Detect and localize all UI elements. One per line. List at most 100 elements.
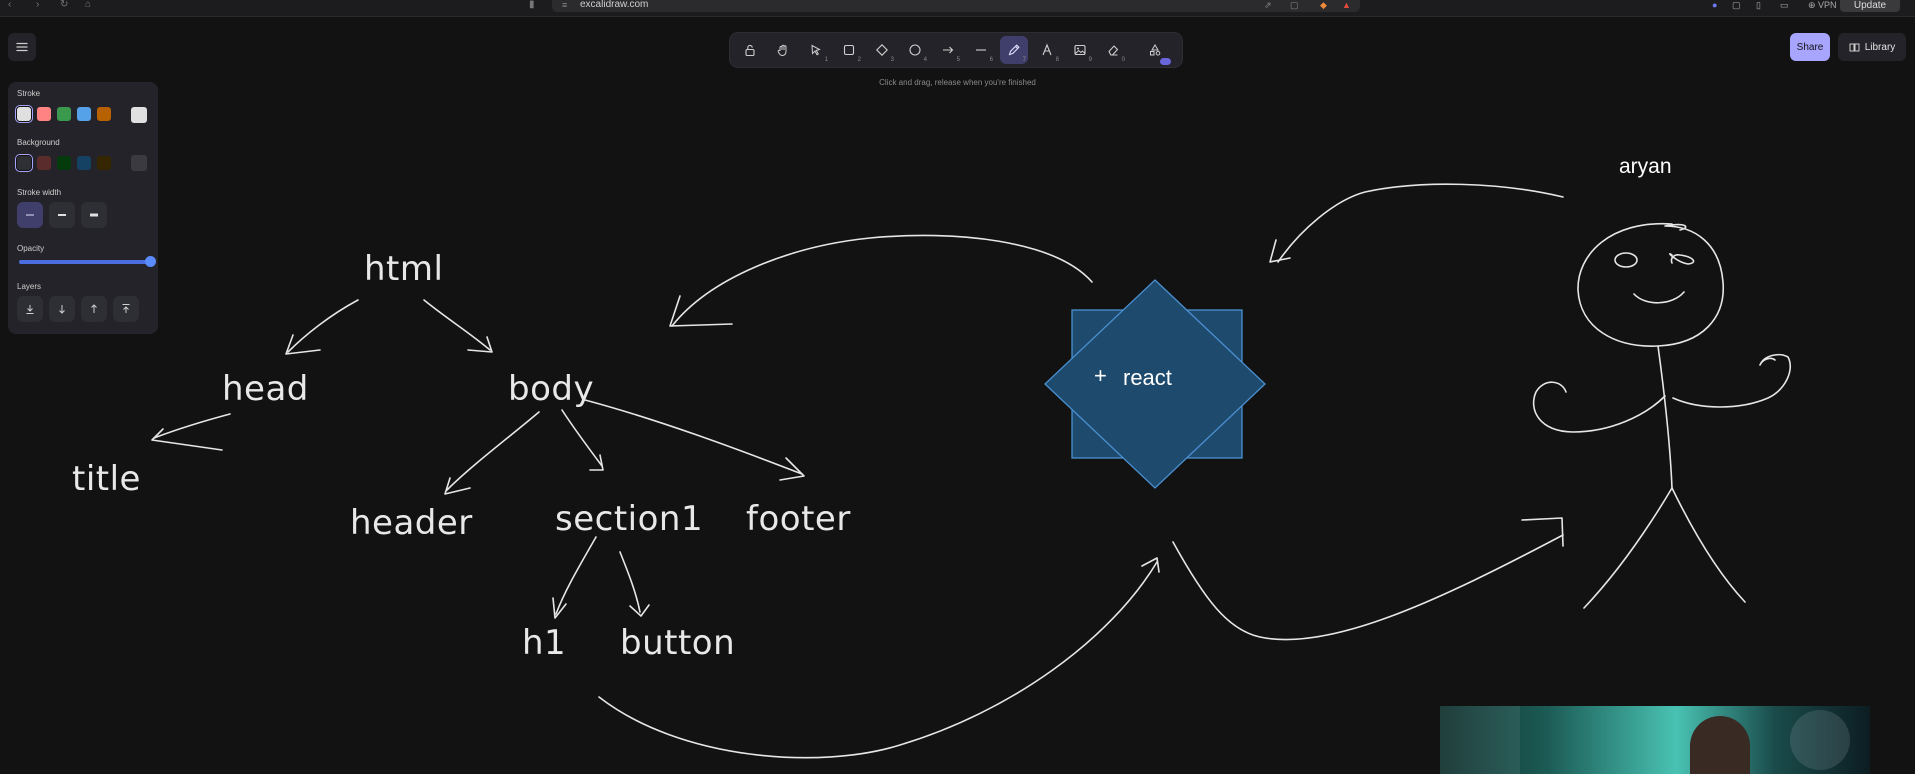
label-html[interactable]: html xyxy=(364,249,444,289)
tool-extra[interactable] xyxy=(1141,36,1171,65)
text-icon xyxy=(1042,43,1052,56)
main-menu-button[interactable] xyxy=(8,33,36,61)
tool-arrow[interactable]: 5 xyxy=(934,36,962,64)
label-footer[interactable]: footer xyxy=(746,499,851,539)
tool-rectangle[interactable]: 2 xyxy=(835,36,863,64)
label-h1[interactable]: h1 xyxy=(522,623,567,663)
thin-line-icon xyxy=(26,214,34,216)
stroke-width-extra-bold[interactable] xyxy=(81,202,107,228)
tool-selection[interactable]: 1 xyxy=(802,36,830,64)
home-icon[interactable]: ⌂ xyxy=(85,0,92,10)
send-to-back-button[interactable] xyxy=(17,296,43,322)
arrow-body-section1[interactable] xyxy=(561,409,603,467)
ellipse-icon xyxy=(909,44,921,56)
tool-ellipse[interactable]: 4 xyxy=(901,36,929,64)
stroke-swatch-white[interactable] xyxy=(17,107,31,121)
wallet-icon[interactable]: ▢ xyxy=(1290,0,1299,10)
tool-diamond[interactable]: 3 xyxy=(868,36,896,64)
opacity-label: Opacity xyxy=(17,244,45,253)
lock-icon xyxy=(745,44,755,57)
sidebar-icon[interactable]: ▯ xyxy=(1756,0,1761,10)
forward-icon[interactable]: › xyxy=(36,0,40,10)
share-button[interactable]: Share xyxy=(1790,33,1830,61)
stroke-current-color[interactable] xyxy=(131,107,147,123)
background-swatch-blue[interactable] xyxy=(77,156,91,170)
reload-icon[interactable]: ↻ xyxy=(60,0,69,10)
arrow-body-header[interactable] xyxy=(446,411,540,491)
react-diamond[interactable] xyxy=(1044,279,1266,489)
stroke-swatch-green[interactable] xyxy=(57,107,71,121)
background-swatch-green[interactable] xyxy=(57,156,71,170)
label-section1[interactable]: section1 xyxy=(555,499,704,539)
label-button[interactable]: button xyxy=(620,623,736,663)
react-label[interactable]: react xyxy=(1123,365,1172,390)
arrow-section1-h1[interactable] xyxy=(555,536,597,615)
library-button[interactable]: Library xyxy=(1838,33,1906,61)
arrow-icon xyxy=(943,46,954,54)
figure-left-arm xyxy=(1532,381,1666,433)
stroke-swatch-blue[interactable] xyxy=(77,107,91,121)
brave-shields-icon[interactable]: ◆ xyxy=(1320,0,1327,10)
label-body[interactable]: body xyxy=(508,369,595,409)
new-badge xyxy=(1160,58,1171,65)
stroke-width-label: Stroke width xyxy=(17,188,62,197)
label-title[interactable]: title xyxy=(72,459,141,499)
stroke-width-bold[interactable] xyxy=(49,202,75,228)
address-bar[interactable]: ≡ excalidraw.com ⇗ ▢ ◆ ▲ xyxy=(552,0,1360,12)
tool-text[interactable]: 8 xyxy=(1033,36,1061,64)
bookmark-icon[interactable]: ▮ xyxy=(529,0,535,10)
arrow-html-head[interactable] xyxy=(287,299,359,353)
tool-image[interactable]: 9 xyxy=(1066,36,1094,64)
react-shape[interactable] xyxy=(1044,279,1266,489)
bring-to-front-button[interactable] xyxy=(113,296,139,322)
label-header[interactable]: header xyxy=(350,503,473,543)
arrow-react-to-html[interactable] xyxy=(671,234,1093,327)
background-swatch-transparent[interactable] xyxy=(17,156,31,170)
stroke-width-thin[interactable] xyxy=(17,202,43,228)
arrow-head-title[interactable] xyxy=(153,413,231,439)
arrow-aryan-to-react[interactable] xyxy=(1277,183,1564,263)
tool-key: 0 xyxy=(1121,57,1125,63)
person-label[interactable]: aryan xyxy=(1619,155,1672,178)
tool-key: 2 xyxy=(857,57,861,63)
back-icon[interactable]: ‹ xyxy=(8,0,12,10)
vpn-button[interactable]: ⊕ VPN xyxy=(1808,0,1837,10)
arrowhead-react-to-html xyxy=(669,295,733,327)
opacity-slider-thumb[interactable] xyxy=(145,256,156,267)
tabs-icon[interactable]: ▭ xyxy=(1780,0,1789,10)
arrowhead-html-body xyxy=(467,336,493,353)
arrow-react-to-aryan[interactable] xyxy=(1172,534,1564,641)
background-swatch-orange[interactable] xyxy=(97,156,111,170)
tool-hint: Click and drag, release when you're fini… xyxy=(879,78,1036,87)
arrow-section1-button[interactable] xyxy=(619,551,641,613)
arrow-body-footer[interactable] xyxy=(584,399,803,475)
extensions-icon[interactable]: ▢ xyxy=(1732,0,1741,10)
diamond-icon xyxy=(876,44,888,56)
tool-draw[interactable]: 7 xyxy=(1000,36,1028,64)
tool-lock[interactable] xyxy=(736,36,764,64)
stroke-swatch-orange[interactable] xyxy=(97,107,111,121)
tool-line[interactable]: 6 xyxy=(967,36,995,64)
opacity-slider-track[interactable] xyxy=(19,260,149,264)
stroke-swatch-red[interactable] xyxy=(37,107,51,121)
site-settings-icon[interactable]: ≡ xyxy=(562,0,568,10)
stick-figure[interactable] xyxy=(1532,222,1792,609)
tool-key: 3 xyxy=(890,57,894,63)
send-to-back-icon xyxy=(26,305,34,314)
brave-rewards-icon[interactable]: ▲ xyxy=(1342,0,1351,10)
background-current-color[interactable] xyxy=(131,155,147,171)
label-head[interactable]: head xyxy=(222,369,309,409)
bring-forward-button[interactable] xyxy=(81,296,107,322)
send-backward-button[interactable] xyxy=(49,296,75,322)
tool-eraser[interactable]: 0 xyxy=(1099,36,1127,64)
background-swatch-red[interactable] xyxy=(37,156,51,170)
arrow-button-to-react[interactable] xyxy=(598,561,1158,759)
tool-key: 5 xyxy=(956,57,960,63)
notification-icon[interactable]: ● xyxy=(1712,0,1718,10)
update-button[interactable]: Update xyxy=(1840,0,1900,12)
share-page-icon[interactable]: ⇗ xyxy=(1264,0,1272,10)
figure-smile xyxy=(1633,291,1685,304)
tool-hand[interactable] xyxy=(769,36,797,64)
arrow-html-body[interactable] xyxy=(423,299,491,351)
